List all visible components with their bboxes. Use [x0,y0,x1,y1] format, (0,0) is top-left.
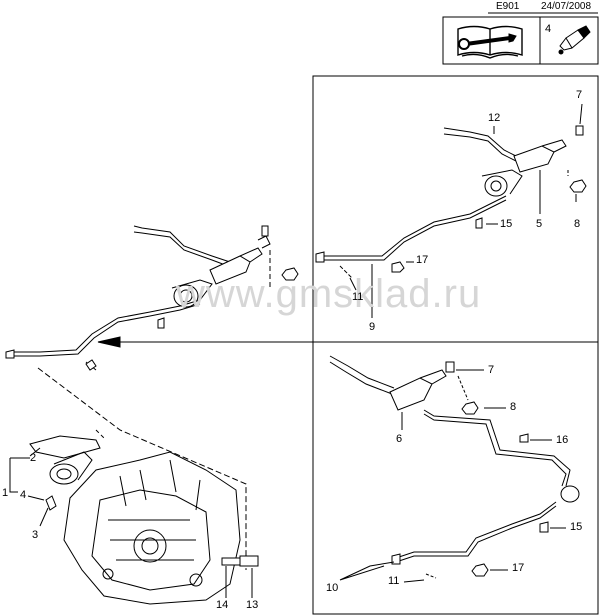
callout-3: 3 [32,529,39,541]
transmission-icon [9,429,259,605]
callout-7-upper: 7 [576,89,583,101]
callout-8-lower: 8 [510,401,517,413]
detail-frames [312,75,599,615]
callout-15-lower: 15 [570,521,583,533]
wrench-icon [458,33,517,50]
symbol-box [442,16,599,65]
callout-15-upper: 15 [500,218,513,230]
callout-5: 5 [536,218,543,230]
callout-2: 2 [30,452,37,464]
callout-13: 13 [246,599,259,611]
box-quantity: 4 [545,23,552,35]
callout-1: 1 [2,487,9,499]
detail-lower [329,355,580,583]
callout-14: 14 [216,599,229,611]
pointer-arrow [97,336,313,348]
callout-17-lower: 17 [512,562,525,574]
watermark-text: www.gmsklad.ru [176,272,482,316]
callout-6: 6 [396,433,403,445]
callout-12: 12 [488,112,501,124]
callout-10: 10 [326,582,339,594]
callout-8-upper: 8 [574,218,581,230]
callout-4: 4 [20,489,27,501]
callout-9: 9 [369,321,376,333]
callout-7-lower: 7 [488,364,495,376]
overview-assembly [5,225,299,570]
diagram-code: E901 [496,1,520,12]
callout-16: 16 [556,434,569,446]
callout-11-lower: 11 [388,575,400,587]
diagram-date: 24/07/2008 [541,1,592,12]
callout-17-upper: 17 [416,254,429,266]
callout-11-upper: 11 [352,291,364,303]
grease-tube-icon [558,25,591,55]
detail-upper [315,103,587,318]
